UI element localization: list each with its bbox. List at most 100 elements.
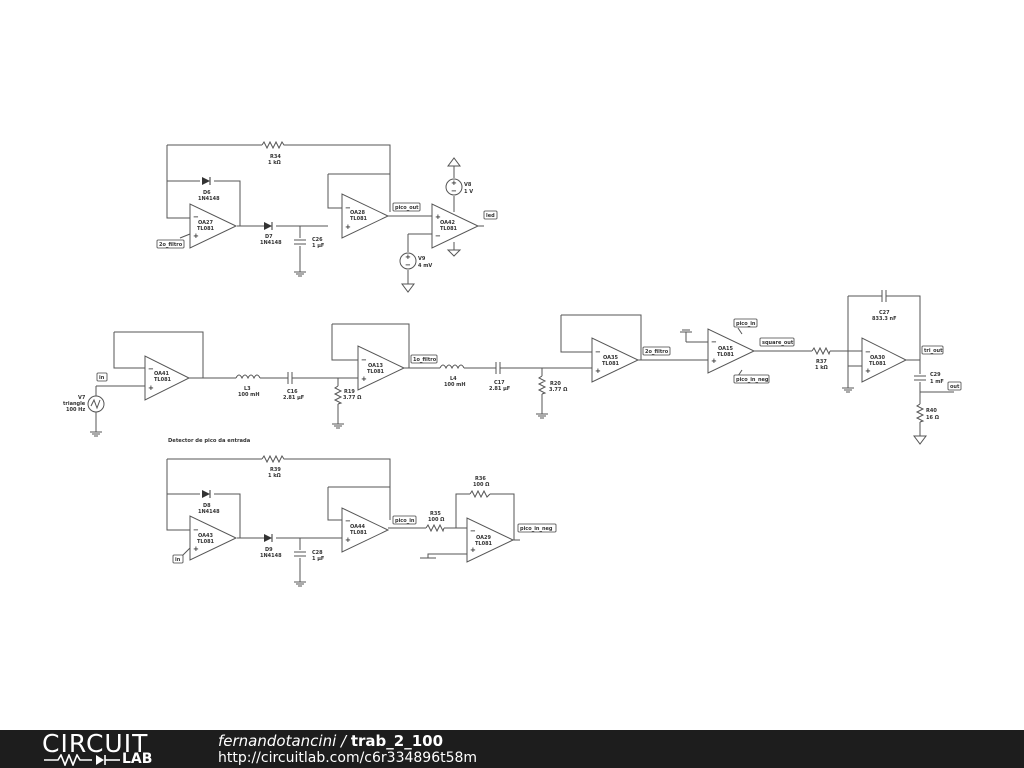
svg-text:in: in [99, 375, 105, 381]
r19-resistor [333, 385, 343, 405]
c29-name: C29 [930, 372, 941, 378]
svg-text:−: − [435, 232, 441, 240]
r37-name: R37 [816, 359, 827, 365]
r40-value: 16 Ω [926, 415, 940, 421]
project-name[interactable]: trab_2_100 [350, 732, 444, 750]
oa41-name: OA41 [154, 371, 169, 377]
r34-value: 1 kΩ [268, 160, 282, 166]
r35-resistor [425, 523, 445, 533]
svg-text:+: + [865, 367, 871, 375]
c28-value: 1 µF [312, 556, 324, 562]
v7-name: V7 [78, 395, 86, 401]
svg-text:−: − [711, 338, 717, 346]
svg-text:−: − [595, 348, 601, 356]
oa27-name: OA27 [198, 220, 213, 226]
schematic-canvas: +− +− −+ −+ +− [63, 140, 962, 587]
author-name[interactable]: fernandotancini [218, 732, 337, 750]
oa42-opamp: +− [431, 203, 480, 249]
net-label-in-a[interactable]: in [96, 372, 108, 382]
svg-text:−: − [405, 261, 411, 269]
c26-capacitor [294, 239, 306, 245]
v9-source: +− [399, 252, 417, 270]
svg-text:square_out: square_out [762, 340, 794, 346]
net-label-pico-in-a[interactable]: pico_in [733, 318, 758, 328]
svg-text:pico_in_neg: pico_in_neg [736, 377, 769, 383]
svg-text:+: + [345, 223, 351, 231]
svg-text:+: + [595, 367, 601, 375]
footer-bar: CIRCUIT LAB fernandotancini / trab_2_100… [0, 730, 1024, 768]
svg-text:pico_out: pico_out [395, 205, 419, 211]
net-label-pico-in-b[interactable]: pico_in [392, 515, 417, 525]
r35-value: 100 Ω [428, 517, 445, 523]
oa29-value: TL081 [475, 541, 493, 547]
svg-text:−: − [193, 213, 199, 221]
d6-name: D6 [203, 190, 211, 196]
r37-value: 1 kΩ [815, 365, 829, 371]
oa28-opamp: −+ [341, 193, 390, 239]
component-labels: R34 1 kΩ D6 1N4148 OA27 TL081 D7 1N4148 … [63, 154, 944, 562]
c16-name: C16 [287, 389, 298, 395]
c26-value: 1 µF [312, 243, 324, 249]
oa13-value: TL081 [367, 369, 385, 375]
circuitlab-logo[interactable]: CIRCUIT [42, 729, 149, 758]
d6-diode [202, 177, 211, 185]
net-label-tri-out[interactable]: tri_out [921, 345, 944, 355]
svg-text:out: out [950, 384, 960, 390]
oa44-value: TL081 [350, 530, 368, 536]
svg-text:pico_in: pico_in [395, 518, 415, 524]
svg-text:pico_in_neg: pico_in_neg [520, 526, 553, 532]
oa27-opamp: −+ [189, 203, 238, 249]
d9-name: D9 [265, 547, 273, 553]
d6-value: 1N4148 [198, 196, 220, 202]
r34-name: R34 [270, 154, 281, 160]
v8-name: V8 [464, 182, 472, 188]
r19-name: R19 [344, 389, 355, 395]
net-label-pico-out[interactable]: pico_out [392, 202, 421, 212]
d8-name: D8 [203, 503, 211, 509]
l4-name: L4 [450, 376, 457, 382]
r40-resistor [915, 403, 925, 423]
svg-text:−: − [345, 517, 351, 525]
net-label-2o-filtro-a[interactable]: 2o_filtro [156, 239, 185, 249]
d9-value: 1N4148 [260, 553, 282, 559]
svg-text:1o_filtro: 1o_filtro [413, 357, 437, 363]
net-label-2o-filtro-b[interactable]: 2o_filtro [642, 346, 671, 356]
svg-text:+: + [405, 253, 411, 261]
oa13-name: OA13 [368, 363, 383, 369]
d8-diode [202, 490, 211, 498]
oa27-value: TL081 [197, 226, 215, 232]
svg-text:2o_filtro: 2o_filtro [159, 242, 183, 248]
svg-text:−: − [148, 365, 154, 373]
oa41-opamp: −+ [144, 355, 191, 401]
author-project-line: fernandotancini / trab_2_100 [218, 732, 443, 750]
oa44-opamp: −+ [341, 507, 390, 553]
svg-text:+: + [470, 546, 476, 554]
oa30-name: OA30 [870, 355, 885, 361]
net-label-out[interactable]: out [947, 381, 962, 391]
r20-value: 3.77 Ω [549, 387, 568, 393]
net-label-pico-in-neg-a[interactable]: pico_in_neg [733, 374, 770, 384]
svg-text:+: + [148, 384, 154, 392]
svg-text:−: − [345, 204, 351, 212]
svg-text:−: − [470, 527, 476, 535]
net-label-led[interactable]: led [483, 210, 498, 220]
wires-bottom [166, 458, 520, 576]
svg-text:−: − [865, 348, 871, 356]
net-label-in-b[interactable]: in [172, 554, 184, 564]
r36-resistor [469, 489, 491, 499]
v7-triangle-source [87, 395, 105, 413]
l3-inductor [235, 374, 261, 380]
project-url[interactable]: http://circuitlab.com/c6r334896t58m [218, 750, 478, 766]
c17-capacitor [495, 362, 501, 374]
v9-value: 4 mV [418, 263, 432, 269]
circuitlab-logo-lab: LAB [122, 751, 153, 767]
d8-value: 1N4148 [198, 509, 220, 515]
net-label-pico-in-neg-b[interactable]: pico_in_neg [517, 523, 557, 533]
svg-text:−: − [361, 356, 367, 364]
net-label-1o-filtro[interactable]: 1o_filtro [410, 354, 438, 364]
svg-text:+: + [193, 232, 199, 240]
svg-text:−: − [451, 187, 457, 195]
oa42-value: TL081 [440, 226, 458, 232]
net-label-square-out[interactable]: square_out [759, 337, 795, 347]
v8-source: +− [445, 178, 463, 196]
